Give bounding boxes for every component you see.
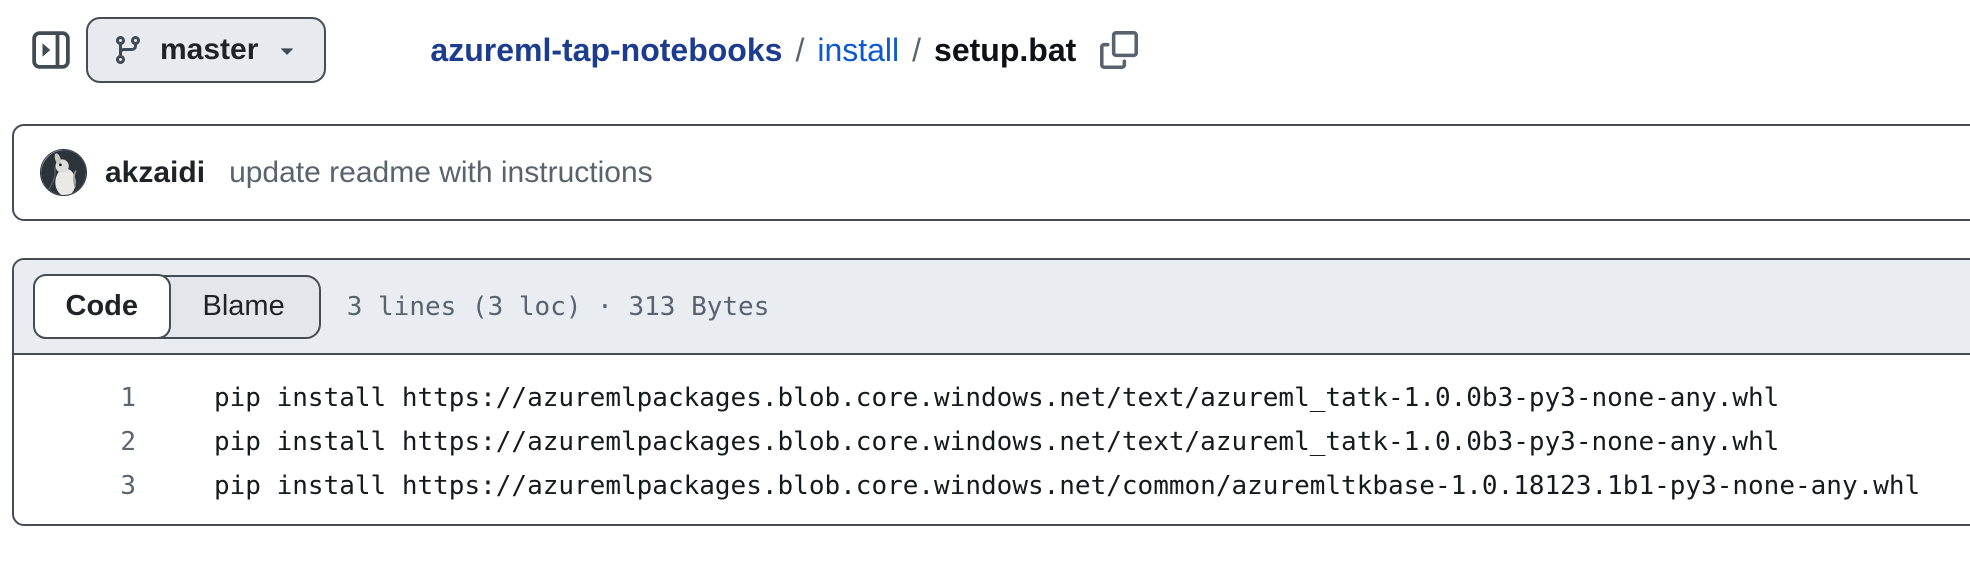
line-content: pip install https://azuremlpackages.blob… [214, 383, 1780, 413]
commit-message[interactable]: update readme with instructions [229, 155, 653, 189]
file-meta-info: 3 lines (3 loc) · 313 Bytes [346, 291, 770, 322]
code-view: 1 pip install https://azuremlpackages.bl… [14, 355, 1970, 508]
breadcrumb-repo-link[interactable]: azureml-tap-notebooks [430, 31, 783, 68]
breadcrumb-folder-link[interactable]: install [817, 31, 900, 68]
copy-icon [1100, 31, 1139, 69]
tab-blame[interactable]: Blame [169, 277, 319, 337]
branch-selector-button[interactable]: master [86, 17, 327, 83]
git-branch-icon [112, 34, 144, 66]
chevron-down-icon [274, 37, 300, 63]
breadcrumb-separator: / [795, 31, 805, 68]
line-content: pip install https://azuremlpackages.blob… [214, 471, 1921, 501]
code-line: 2 pip install https://azuremlpackages.bl… [14, 420, 1970, 464]
avatar[interactable] [40, 149, 87, 196]
latest-commit-bar[interactable]: akzaidi update readme with instructions [12, 124, 1970, 221]
breadcrumb: azureml-tap-notebooks / install / setup.… [430, 27, 1142, 73]
line-number[interactable]: 2 [120, 427, 136, 457]
expand-file-tree-button[interactable] [30, 29, 72, 71]
code-blame-switcher: Code Blame [32, 274, 321, 339]
line-content: pip install https://azuremlpackages.blob… [214, 427, 1780, 457]
line-number[interactable]: 1 [120, 383, 136, 413]
tab-code[interactable]: Code [32, 274, 171, 339]
code-line: 1 pip install https://azuremlpackages.bl… [14, 376, 1970, 420]
copy-path-button[interactable] [1096, 27, 1142, 73]
sidebar-expand-icon [31, 30, 71, 70]
commit-author[interactable]: akzaidi [105, 155, 206, 189]
breadcrumb-separator: / [912, 31, 922, 68]
line-number[interactable]: 3 [120, 471, 136, 501]
code-line: 3 pip install https://azuremlpackages.bl… [14, 464, 1970, 508]
file-header-toolbar: master azureml-tap-notebooks / install /… [30, 16, 1970, 84]
file-content-panel: Code Blame 3 lines (3 loc) · 313 Bytes 1… [12, 258, 1970, 526]
branch-name-label: master [160, 33, 259, 66]
breadcrumb-file-name: setup.bat [934, 31, 1077, 68]
file-panel-header: Code Blame 3 lines (3 loc) · 313 Bytes [14, 260, 1970, 355]
